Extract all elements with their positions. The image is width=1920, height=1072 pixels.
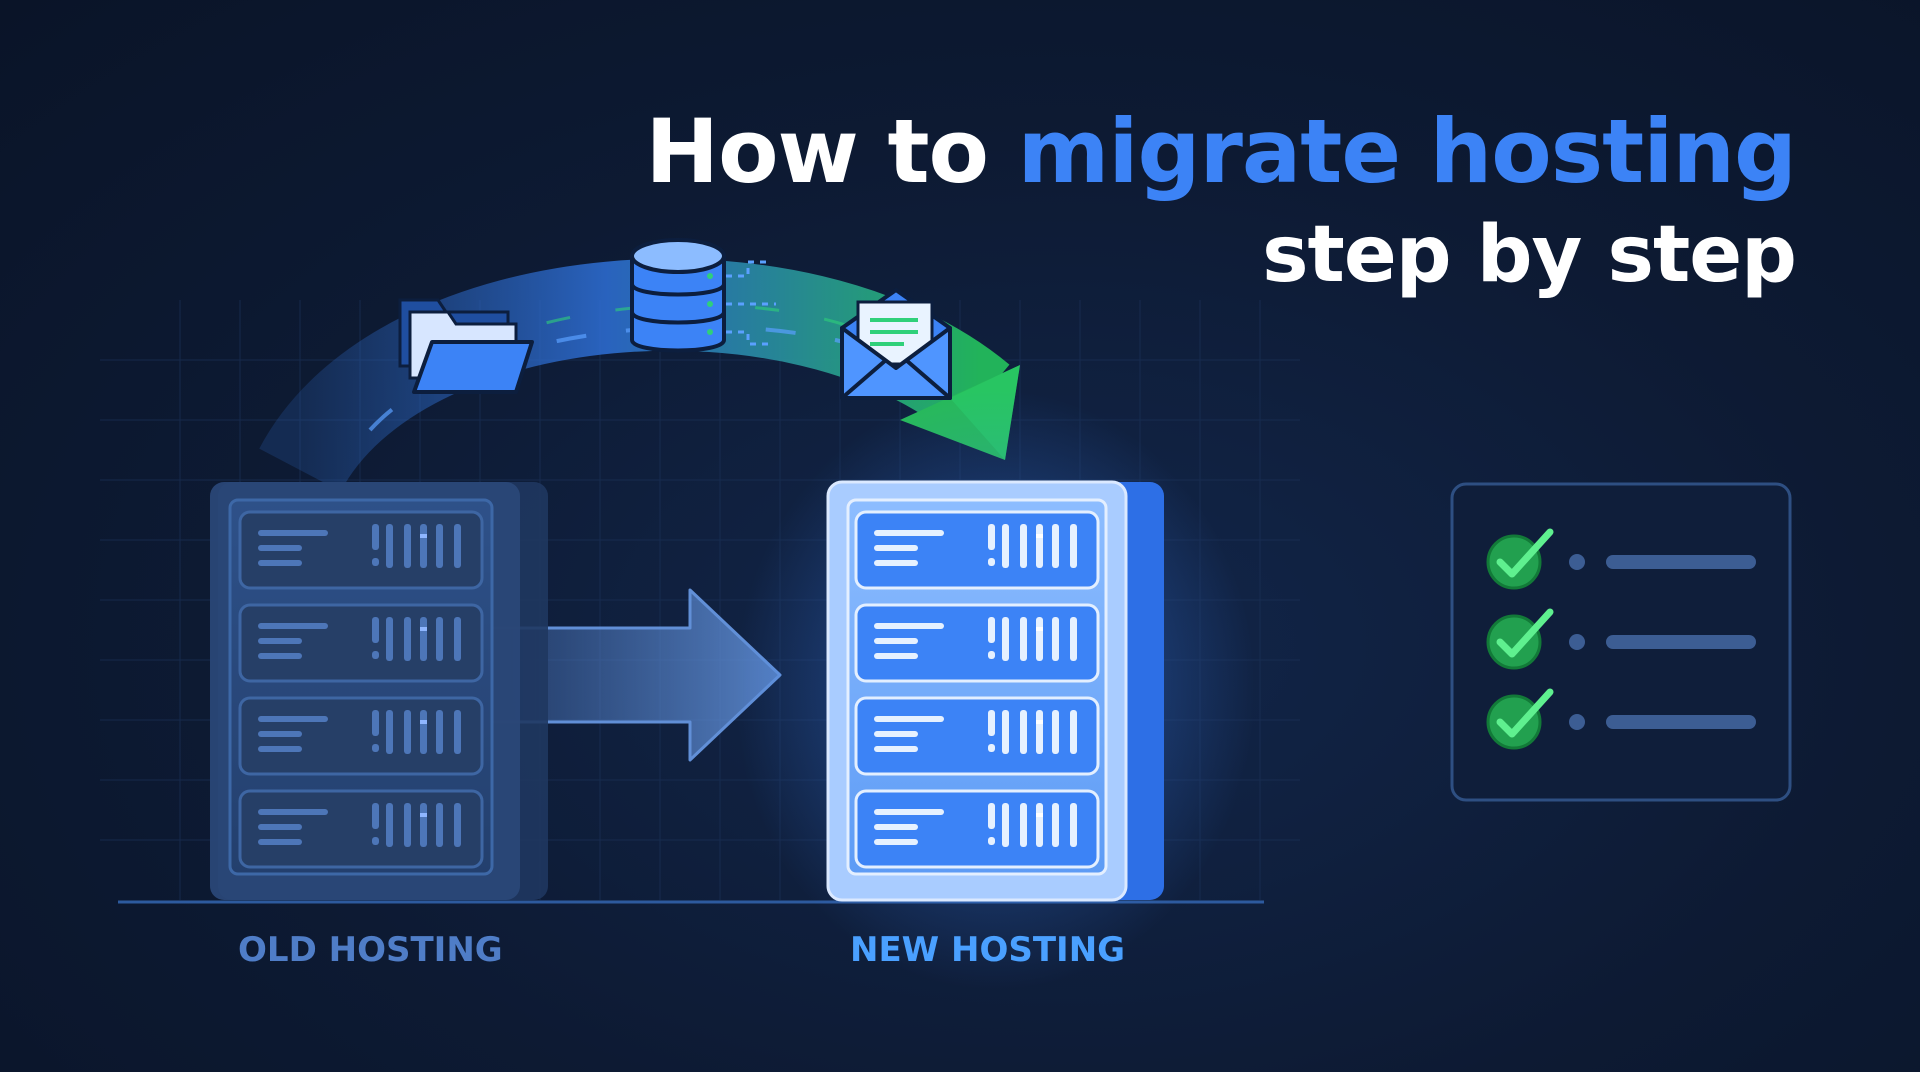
rack-unit [854, 510, 1100, 590]
rack-unit [238, 510, 484, 590]
checklist-item [1486, 608, 1756, 670]
placeholder-line [1606, 635, 1756, 649]
checklist-item [1486, 688, 1756, 750]
rack-unit [854, 603, 1100, 683]
email-icon [840, 288, 952, 400]
check-tick [1496, 688, 1554, 738]
checkmark-icon [1486, 534, 1542, 590]
placeholder-line [1606, 715, 1756, 729]
check-tick [1496, 528, 1554, 578]
old-server [210, 482, 548, 900]
database-icon [630, 238, 776, 353]
new-server [826, 480, 1164, 902]
bullet-dot [1569, 554, 1585, 570]
new-hosting-label: NEW HOSTING [850, 930, 1126, 970]
checklist-item [1486, 528, 1756, 590]
placeholder-line [1606, 555, 1756, 569]
rack-unit [854, 696, 1100, 776]
page-subtitle: step by step [1262, 210, 1797, 300]
checkmark-icon [1486, 694, 1542, 750]
bullet-dot [1569, 634, 1585, 650]
rack-unit [238, 789, 484, 869]
title-highlight: migrate hosting [1017, 100, 1797, 203]
page-title: How to migrate hosting [645, 108, 1797, 196]
rack-unit [854, 789, 1100, 869]
folder-icon [398, 298, 534, 394]
title-prefix: How to [645, 100, 1018, 203]
old-hosting-label: OLD HOSTING [238, 930, 503, 970]
checkmark-icon [1486, 614, 1542, 670]
bullet-dot [1569, 714, 1585, 730]
rack-unit [238, 696, 484, 776]
check-tick [1496, 608, 1554, 658]
checklist-card [1450, 482, 1792, 802]
rack-unit [238, 603, 484, 683]
